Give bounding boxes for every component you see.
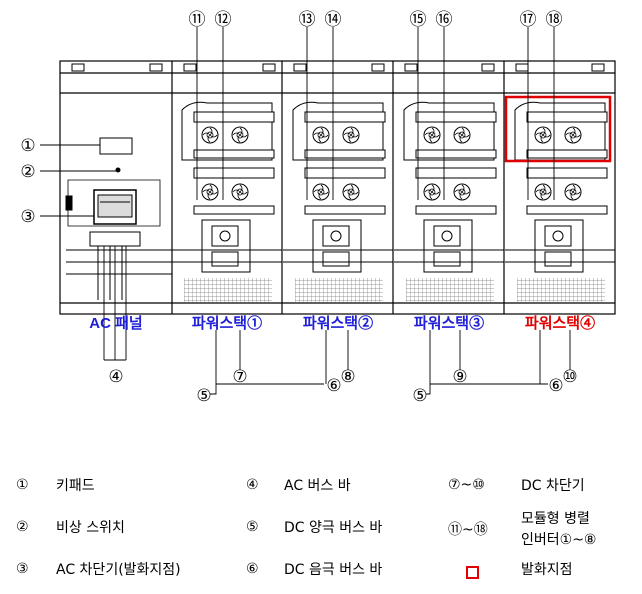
callout-17: ⑰ [520,10,537,30]
panel-label-stack2: 파워스택② [303,314,373,332]
panel-label-stack3: 파워스택③ [414,314,484,332]
legend-text: DC 음극 버스 바 [284,562,383,578]
fire-origin-marker-icon [466,566,479,579]
legend: ① 키패드 ② 비상 스위치 ③ AC 차단기(발화지점) ④ AC 버스 바 … [0,455,642,594]
panel-label-ac: AC 패널 [89,315,142,332]
fire-origin-box [504,95,612,163]
callout-15: ⑮ [410,10,427,30]
bottom-leaders [103,246,571,395]
legend-text: DC 차단기 [521,478,585,494]
legend-num: ⑥ [246,561,259,577]
ac-breaker [93,189,137,225]
top-brackets [71,63,605,72]
legend-num: ⑪~⑱ [448,522,488,538]
callout-5a: ⑤ [196,386,211,406]
callout-6a: ⑥ [326,376,341,396]
callout-6b: ⑥ [548,376,563,396]
power-stacks [172,101,615,302]
legend-text: 발화지점 [521,562,573,578]
panel-labels: AC 패널 파워스택① 파워스택② 파워스택③ 파워스택④ [89,314,595,332]
legend-num: ④ [246,477,259,493]
callout-numbers: ① ② ③ ⑪ ⑫ ⑬ ⑭ ⑮ ⑯ ⑰ ⑱ ④ ⑦ ⑧ ⑤ ⑥ ⑨ ⑩ ⑤ ⑥ [20,10,577,406]
legend-text: DC 양극 버스 바 [284,520,383,536]
top-leaders [196,27,555,200]
legend-num: ① [16,477,29,493]
legend-text: 모듈형 병렬 [521,511,590,527]
callout-3: ③ [20,207,35,227]
callout-11: ⑪ [189,10,206,30]
emergency-switch [115,167,121,173]
legend-text: AC 차단기(발화지점) [56,562,181,578]
cabinet-frame [59,60,616,315]
callout-9: ⑨ [452,367,467,387]
legend-num: ③ [16,561,29,577]
legend-text: 키패드 [56,478,95,494]
left-leaders [40,144,116,217]
callout-12: ⑫ [215,10,232,30]
legend-num: ⑦~⑩ [448,477,485,493]
legend-text: 비상 스위치 [56,520,125,536]
ac-panel [65,137,172,300]
keypad [99,137,133,155]
panel-label-stack1: 파워스택① [192,314,262,332]
ess-rack-diagram: AC 패널 파워스택① 파워스택② 파워스택③ 파워스택④ ① ② ③ ⑪ ⑫ … [20,10,616,406]
legend-num: ⑤ [246,519,259,535]
callout-16: ⑯ [436,10,453,30]
callout-2: ② [20,162,35,182]
callout-5b: ⑤ [412,386,427,406]
callout-8: ⑧ [340,367,355,387]
panel-label-stack4: 파워스택④ [525,314,595,332]
callout-10: ⑩ [562,367,577,387]
callout-13: ⑬ [299,10,316,30]
callout-7: ⑦ [232,367,247,387]
callout-18: ⑱ [546,10,563,30]
callout-4: ④ [108,367,123,387]
callout-14: ⑭ [325,10,342,30]
legend-num: ② [16,519,29,535]
callout-1: ① [20,136,35,156]
legend-text: 인버터①~⑧ [521,532,597,548]
legend-text: AC 버스 바 [284,478,351,494]
